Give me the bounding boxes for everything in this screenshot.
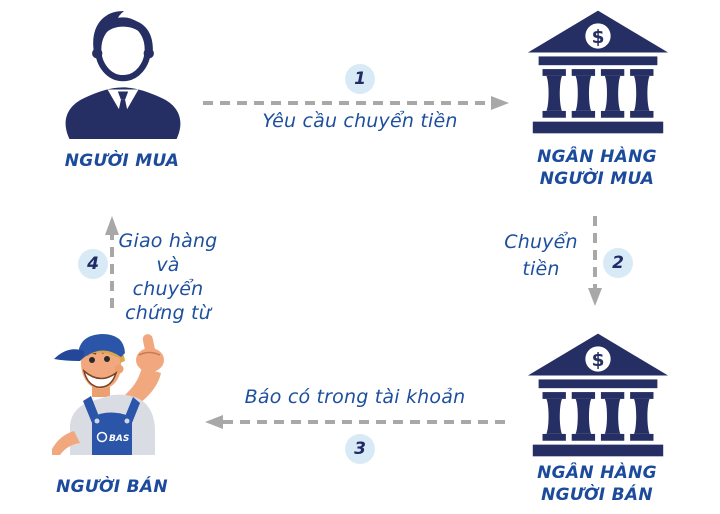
step1-badge: 1 [345,64,375,94]
step4-label-line2: và chuyển [132,254,204,300]
worker-badge-text: BAS [109,434,129,444]
buyer-bank-label-line2: NGƯỜI MUA [539,169,655,189]
step3-label-text: Báo có trong tài khoản [244,386,466,408]
dollar-symbol: $ [592,27,605,48]
step4-label-line1: Giao hàng [118,230,218,252]
step4-label: Giao hàng và chuyển chứng từ [118,229,218,325]
step3-badge: 3 [345,434,375,464]
seller-bank-label-line2: NGƯỜI BÁN [541,485,653,505]
seller-label: NGƯỜI BÁN [32,476,192,498]
bank-icon: $ [527,10,669,134]
businessman-icon [65,11,181,139]
step1-arrow-right-icon [203,96,509,110]
dollar-icon [585,346,611,372]
step4-badge: 4 [78,249,108,279]
buyer-bank-label: NGÂN HÀNG NGƯỜI MUA [517,146,677,190]
dollar-symbol: $ [592,350,605,371]
step4-arrow-up-icon [105,216,119,308]
seller-bank-label: NGÂN HÀNG NGƯỜI BÁN [517,462,677,506]
step4-label-line3: chứng từ [125,302,211,324]
worker-icon: BAS [52,334,164,455]
buyer-bank-label-line1: NGÂN HÀNG [537,147,657,167]
step2-label-line2: tiền [522,258,560,280]
step2-badge: 2 [603,248,633,278]
buyer-label: NGƯỜI MUA [42,150,202,172]
dollar-icon [585,23,611,49]
step1-label-text: Yêu cầu chuyển tiền [262,110,458,132]
step1-label: Yêu cầu chuyển tiền [210,110,510,132]
step3-arrow-left-icon [205,415,505,429]
buyer-label-text: NGƯỜI MUA [64,151,180,171]
seller-bank-label-line1: NGÂN HÀNG [537,463,657,483]
seller-label-text: NGƯỜI BÁN [56,477,168,497]
bank-icon: $ [527,333,669,457]
gear-icon [96,431,108,443]
step3-label: Báo có trong tài khoản [205,386,505,408]
step2-label: Chuyển tiền [498,229,584,283]
step2-label-line1: Chuyển [504,231,578,253]
step2-arrow-down-icon [588,216,602,306]
